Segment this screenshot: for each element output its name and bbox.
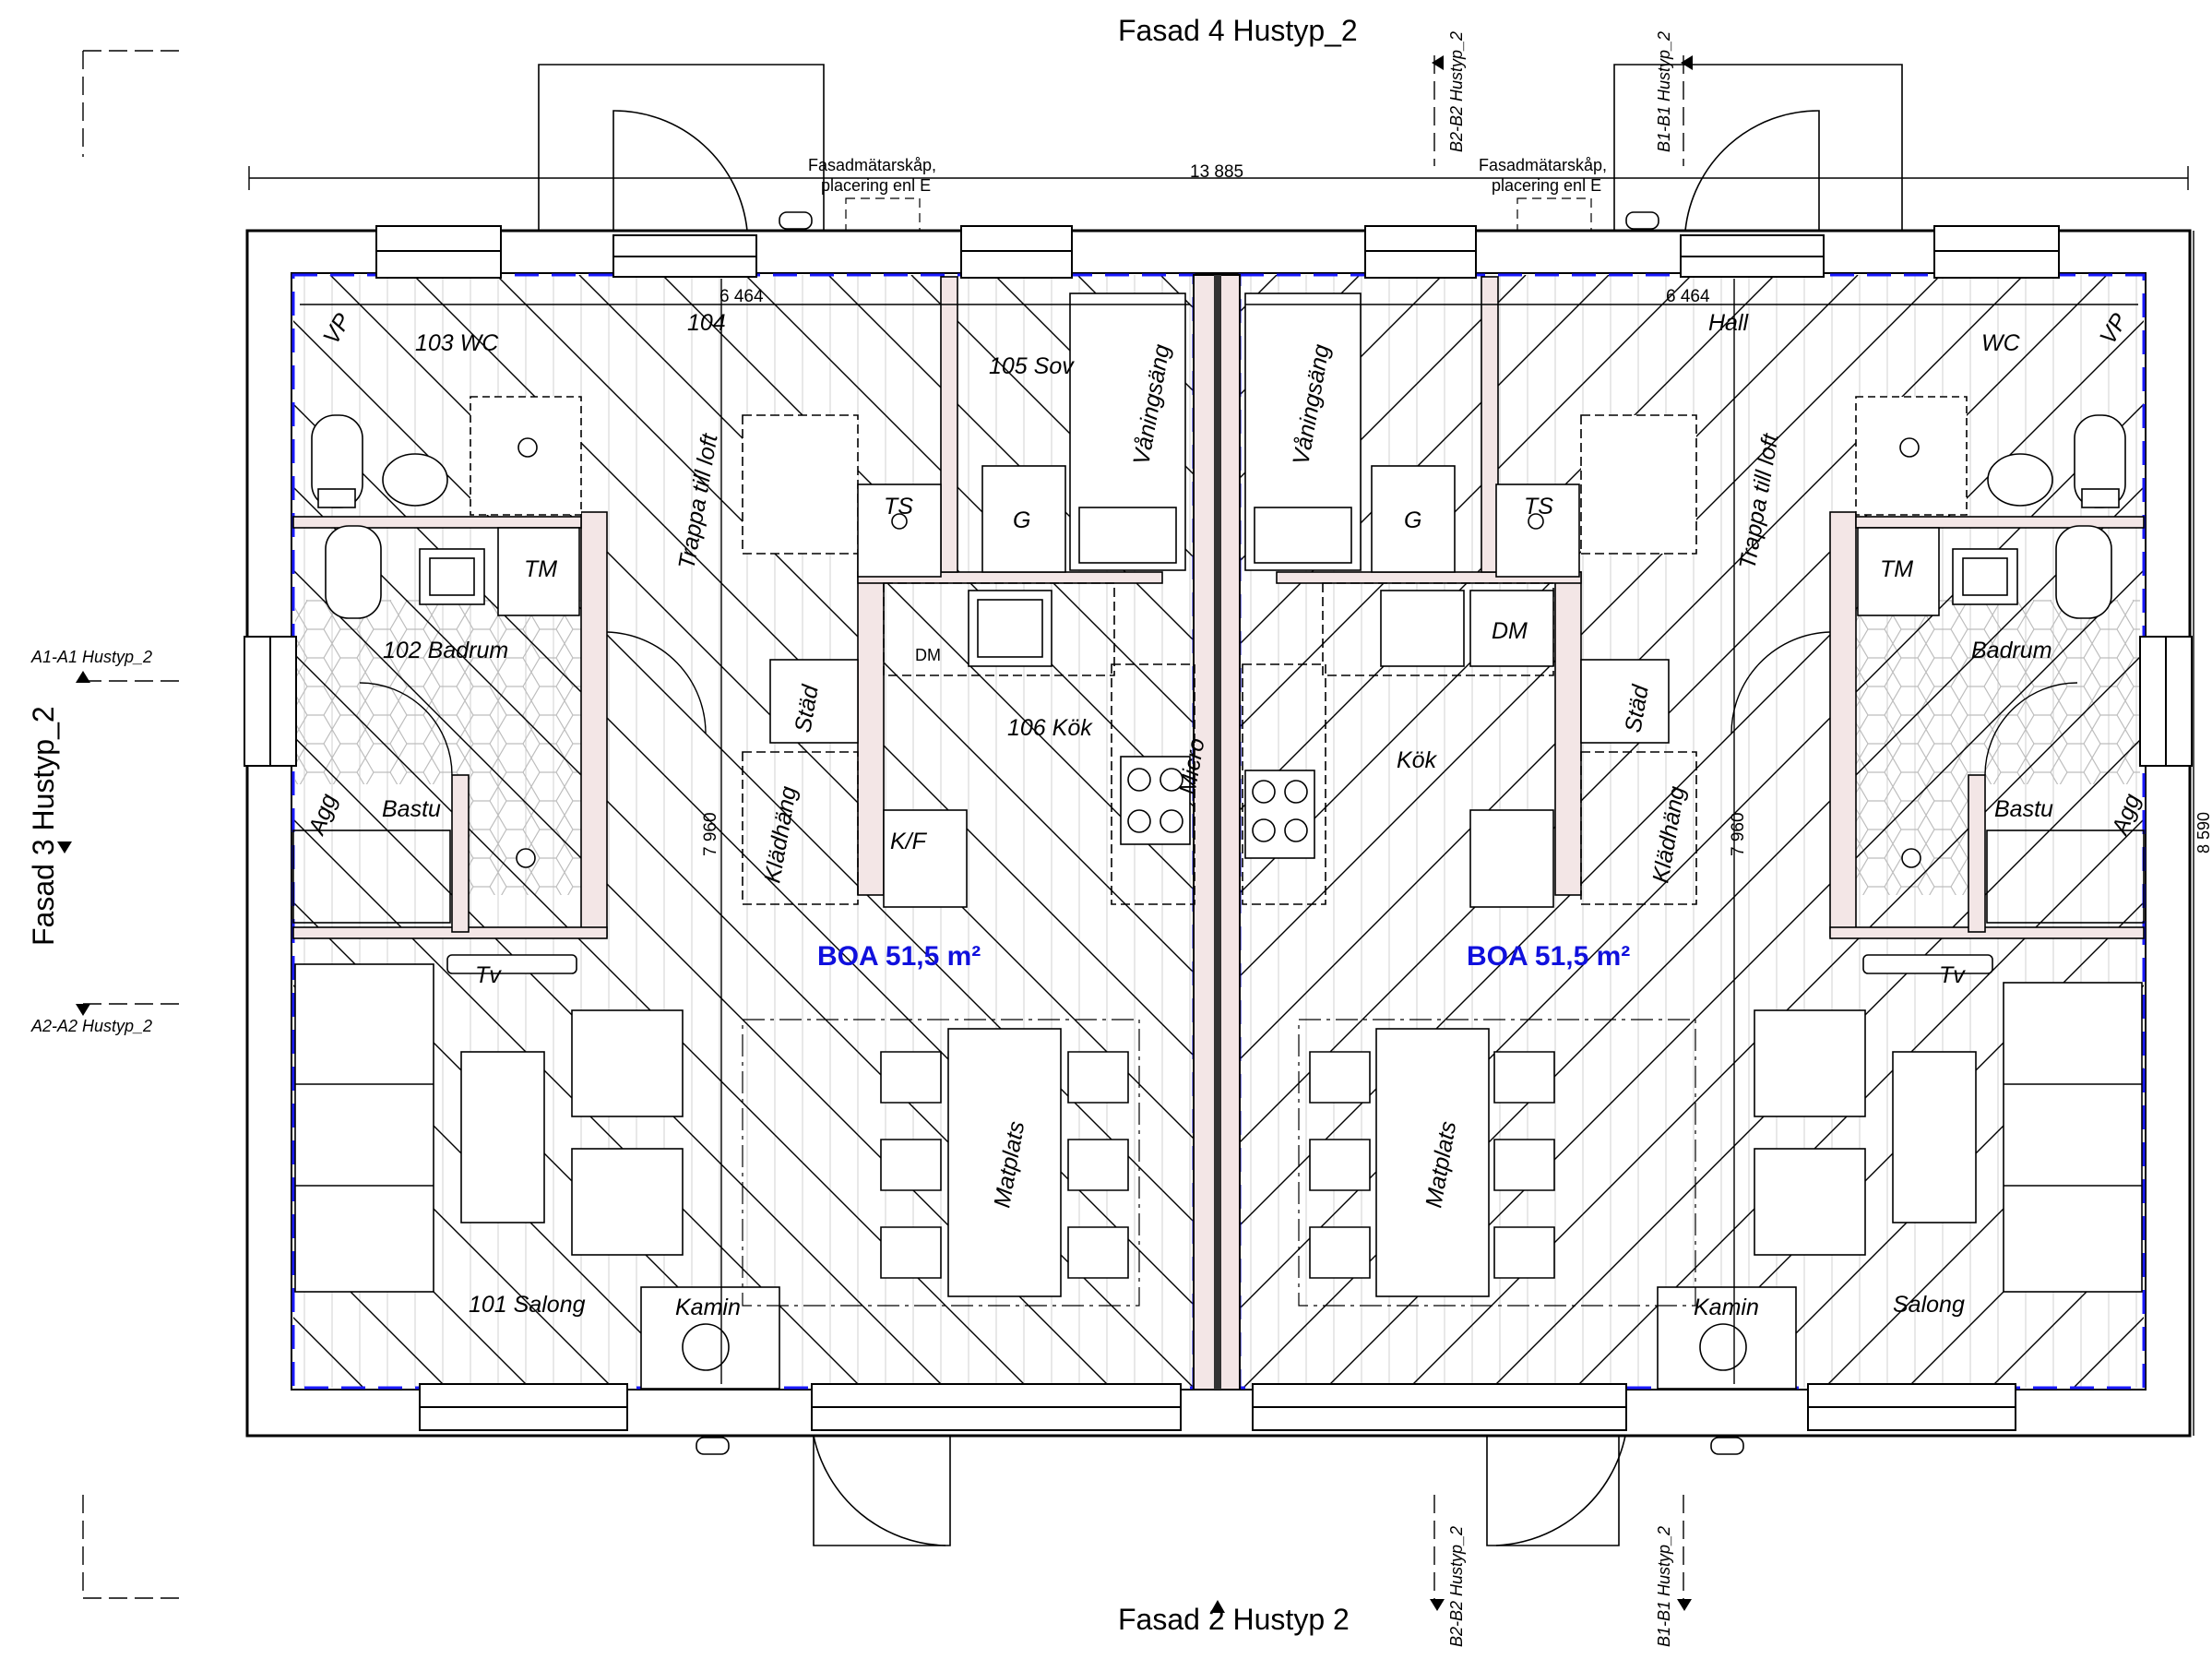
fixture-ts-left: TS bbox=[884, 494, 913, 519]
facade-top-title: Fasad 4 Hustyp_2 bbox=[1118, 14, 1358, 47]
fixture-dm-left: DM bbox=[915, 646, 941, 664]
sauna-tiles-right bbox=[1854, 784, 1969, 895]
fixture-g-right: G bbox=[1404, 507, 1421, 533]
windows bbox=[244, 225, 2193, 1431]
fixture-tv-right: Tv bbox=[1939, 962, 1966, 988]
hatch-line bbox=[293, 901, 779, 1388]
hatch-line bbox=[1575, 818, 2144, 1388]
room-102-badrum: 102 Badrum bbox=[383, 638, 508, 663]
fixture-kamin-right: Kamin bbox=[1694, 1295, 1759, 1320]
boa-right: BOA 51,5 m² bbox=[1467, 941, 1630, 972]
section-a1-label: A1-A1 Hustyp_2 bbox=[30, 648, 152, 666]
fixture-stair-left: Trappa till loft bbox=[673, 431, 722, 571]
section-arrows bbox=[57, 55, 1693, 1613]
party-wall bbox=[1193, 274, 1241, 1390]
dim-overall-depth: 8 590 bbox=[2194, 812, 2212, 853]
hatch-line bbox=[2153, 275, 2212, 1474]
room-hall-right: Hall bbox=[1708, 310, 1750, 336]
facade-bottom-title: Fasad 2 Hustyp 2 bbox=[1118, 1603, 1350, 1636]
bathroom-tiles-right bbox=[1854, 600, 2140, 784]
hatch-line bbox=[1240, 275, 2025, 1060]
dining-rug-left bbox=[742, 1019, 1140, 1307]
room-103-wc: 103 WC bbox=[415, 330, 499, 356]
room-bastu-right: Bastu bbox=[1994, 796, 2053, 822]
fixture-g-left: G bbox=[1013, 507, 1030, 533]
room-bastu-left: Bastu bbox=[382, 796, 441, 822]
hatch-line bbox=[293, 1068, 613, 1388]
fixture-tm-left: TM bbox=[524, 556, 557, 582]
section-b1-bottom-label: B1-B1 Hustyp_2 bbox=[1655, 1526, 1673, 1647]
room-badrum-right: Badrum bbox=[1971, 638, 2052, 663]
hatch-line bbox=[293, 818, 862, 1388]
hatch-line bbox=[1240, 275, 1444, 479]
hatch-line bbox=[495, 275, 1194, 973]
hatch-line bbox=[1824, 1068, 2144, 1388]
fixture-ts-right: TS bbox=[1524, 494, 1553, 519]
room-salong-right: Salong bbox=[1893, 1292, 1965, 1318]
facade-left-title: Fasad 3 Hustyp_2 bbox=[27, 706, 60, 946]
hatch-line bbox=[1240, 275, 1776, 811]
hatch-line bbox=[293, 1317, 364, 1388]
hatch-line bbox=[1240, 275, 1942, 977]
hatch-line bbox=[293, 985, 696, 1388]
fixture-agg-left: Agg bbox=[303, 791, 342, 840]
fixture-agg-right: Agg bbox=[2107, 791, 2146, 840]
section-a2-label: A2-A2 Hustyp_2 bbox=[30, 1017, 152, 1035]
dim-right-depth: 7 960 bbox=[1729, 812, 1748, 856]
hatch-line bbox=[293, 403, 1194, 1306]
furniture-right bbox=[1242, 292, 2145, 1390]
meter-note-left-1: Fasadmätarskåp, bbox=[808, 156, 936, 174]
fixture-dm-right: DM bbox=[1492, 618, 1528, 644]
section-b2-top-label: B2-B2 Hustyp_2 bbox=[1447, 31, 1466, 152]
fixture-kladhang-left: Klädhäng bbox=[759, 784, 802, 885]
room-kok-right: Kök bbox=[1397, 747, 1438, 773]
entry-porches bbox=[538, 64, 1903, 1546]
meter-cabinets bbox=[845, 197, 1592, 232]
hatch-line bbox=[1492, 735, 2144, 1388]
boa-left: BOA 51,5 m² bbox=[817, 941, 981, 972]
hatch-line bbox=[1741, 985, 2144, 1388]
dim-left-width: 6 464 bbox=[719, 287, 764, 306]
dimension-lines bbox=[82, 50, 2194, 1605]
furniture-left bbox=[292, 292, 1195, 1390]
room-106-kok: 106 Kök bbox=[1007, 715, 1093, 741]
hatch-line bbox=[1240, 403, 2144, 1309]
outdoor-lamps bbox=[696, 211, 1744, 1455]
bathroom-tiles-left bbox=[295, 600, 581, 784]
meter-note-right-2: placering enl E bbox=[1492, 176, 1601, 195]
room-104: 104 bbox=[687, 310, 726, 336]
fixture-kf-left: K/F bbox=[890, 829, 928, 854]
dining-rug-right bbox=[1298, 1019, 1696, 1307]
hatch-line bbox=[293, 735, 945, 1388]
hatch-line bbox=[661, 275, 1194, 807]
section-b2-bottom-label: B2-B2 Hustyp_2 bbox=[1447, 1526, 1466, 1647]
fixture-tm-right: TM bbox=[1880, 556, 1913, 582]
fixture-kladhang-right: Klädhäng bbox=[1647, 784, 1690, 885]
room-101-salong: 101 Salong bbox=[469, 1292, 586, 1318]
fixture-vp-right: VP bbox=[2095, 309, 2133, 349]
hatch-line bbox=[412, 275, 1194, 1056]
section-b1-top-label: B1-B1 Hustyp_2 bbox=[1655, 31, 1673, 152]
dim-right-width: 6 464 bbox=[1666, 287, 1710, 306]
fixture-kamin-left: Kamin bbox=[675, 1295, 741, 1320]
dim-overall-width: 13 885 bbox=[1190, 162, 1243, 182]
dim-left-depth: 7 960 bbox=[701, 812, 720, 856]
hatch-line bbox=[1658, 901, 2144, 1388]
room-105-sov: 105 Sov bbox=[989, 353, 1075, 379]
meter-note-right-1: Fasadmätarskåp, bbox=[1479, 156, 1607, 174]
fixture-tv-left: Tv bbox=[475, 962, 502, 988]
meter-note-left-2: placering enl E bbox=[821, 176, 931, 195]
room-wc-right: WC bbox=[1981, 330, 2021, 356]
fixture-vp-left: VP bbox=[318, 309, 356, 349]
